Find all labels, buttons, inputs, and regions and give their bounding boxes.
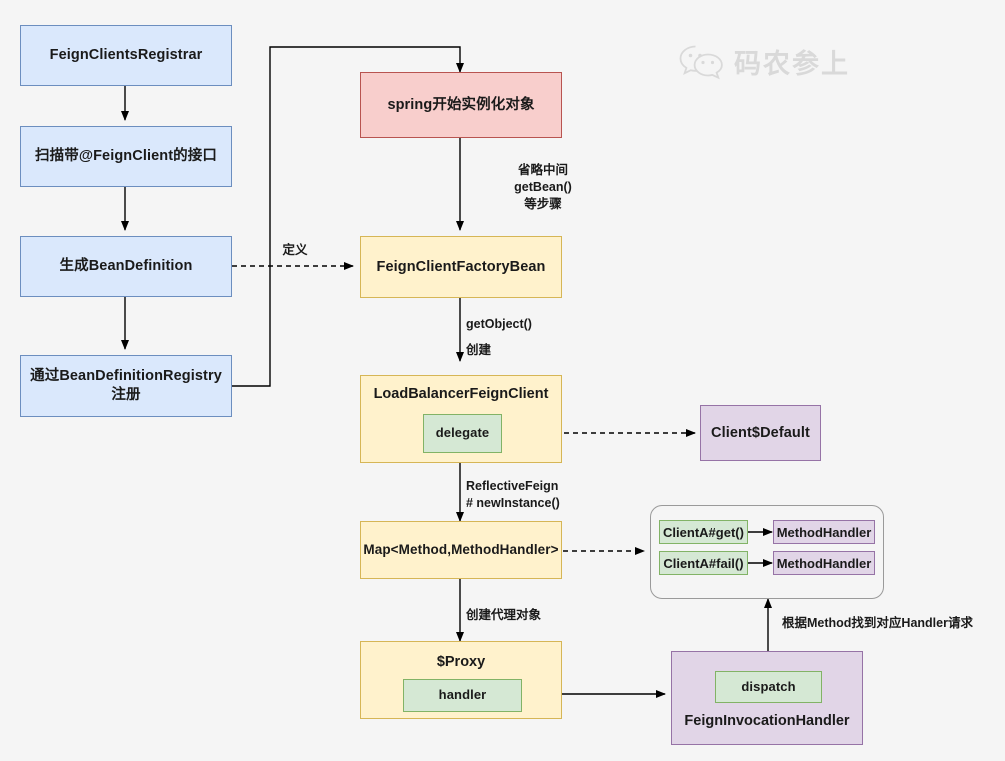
edge-label-reflective-feign: ReflectiveFeign # newInstance(): [466, 479, 560, 510]
node-feign-client-factory-bean[interactable]: FeignClientFactoryBean: [360, 236, 562, 298]
group-method-handlers: [650, 505, 884, 599]
node-handler[interactable]: handler: [403, 679, 522, 712]
node-load-balancer-feign-client[interactable]: LoadBalancerFeignClient delegate: [360, 375, 562, 463]
watermark-text: 码农参上: [734, 49, 850, 79]
node-feign-invocation-handler[interactable]: dispatch FeignInvocationHandler: [671, 651, 863, 745]
chip-method-handler-1[interactable]: MethodHandler: [773, 520, 875, 544]
node-spring-instantiate[interactable]: spring开始实例化对象: [360, 72, 562, 138]
chip-client-a-fail[interactable]: ClientA#fail(): [659, 551, 748, 575]
node-feign-clients-registrar[interactable]: FeignClientsRegistrar: [20, 25, 232, 86]
chip-method-handler-2[interactable]: MethodHandler: [773, 551, 875, 575]
node-proxy[interactable]: $Proxy handler: [360, 641, 562, 719]
edge-label-define: 定义: [282, 243, 308, 257]
node-dispatch[interactable]: dispatch: [715, 671, 822, 703]
node-method-handler-map[interactable]: Map<Method,MethodHandler>: [360, 521, 562, 579]
node-delegate[interactable]: delegate: [423, 414, 502, 453]
node-proxy-title: $Proxy: [436, 654, 486, 670]
node-scan-interfaces[interactable]: 扫描带@FeignClient的接口: [20, 126, 232, 187]
watermark: 码农参上: [678, 42, 850, 81]
edge-label-omit-getbean: 省略中间 getBean() 等步骤: [514, 163, 572, 211]
node-feign-invocation-handler-title: FeignInvocationHandler: [684, 713, 850, 729]
wechat-icon: [679, 45, 723, 79]
chip-client-a-get[interactable]: ClientA#get(): [659, 520, 748, 544]
node-generate-bean-definition[interactable]: 生成BeanDefinition: [20, 236, 232, 297]
edge-label-get-object-create: getObject() 创建: [466, 317, 532, 358]
node-register-via-registry[interactable]: 通过BeanDefinitionRegistry 注册: [20, 355, 232, 417]
node-client-default[interactable]: Client$Default: [700, 405, 821, 461]
edge-label-find-handler-by-method: 根据Method找到对应Handler请求: [782, 616, 973, 630]
edge-label-create-proxy-object: 创建代理对象: [466, 608, 542, 622]
node-load-balancer-feign-client-title: LoadBalancerFeignClient: [373, 386, 549, 402]
